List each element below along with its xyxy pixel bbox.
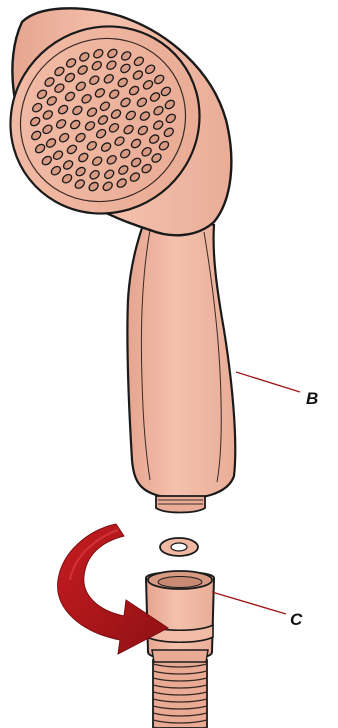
connector-bore xyxy=(158,577,202,588)
washer xyxy=(160,538,198,556)
callout-c: C xyxy=(212,592,303,629)
leader-line-c xyxy=(212,592,286,614)
leader-line-b xyxy=(236,372,300,392)
hose xyxy=(146,571,214,728)
shower-head xyxy=(0,0,237,512)
callout-label-b: B xyxy=(306,389,318,408)
callout-b: B xyxy=(236,372,318,408)
callout-label-c: C xyxy=(290,610,303,629)
connector-collar xyxy=(152,650,208,662)
